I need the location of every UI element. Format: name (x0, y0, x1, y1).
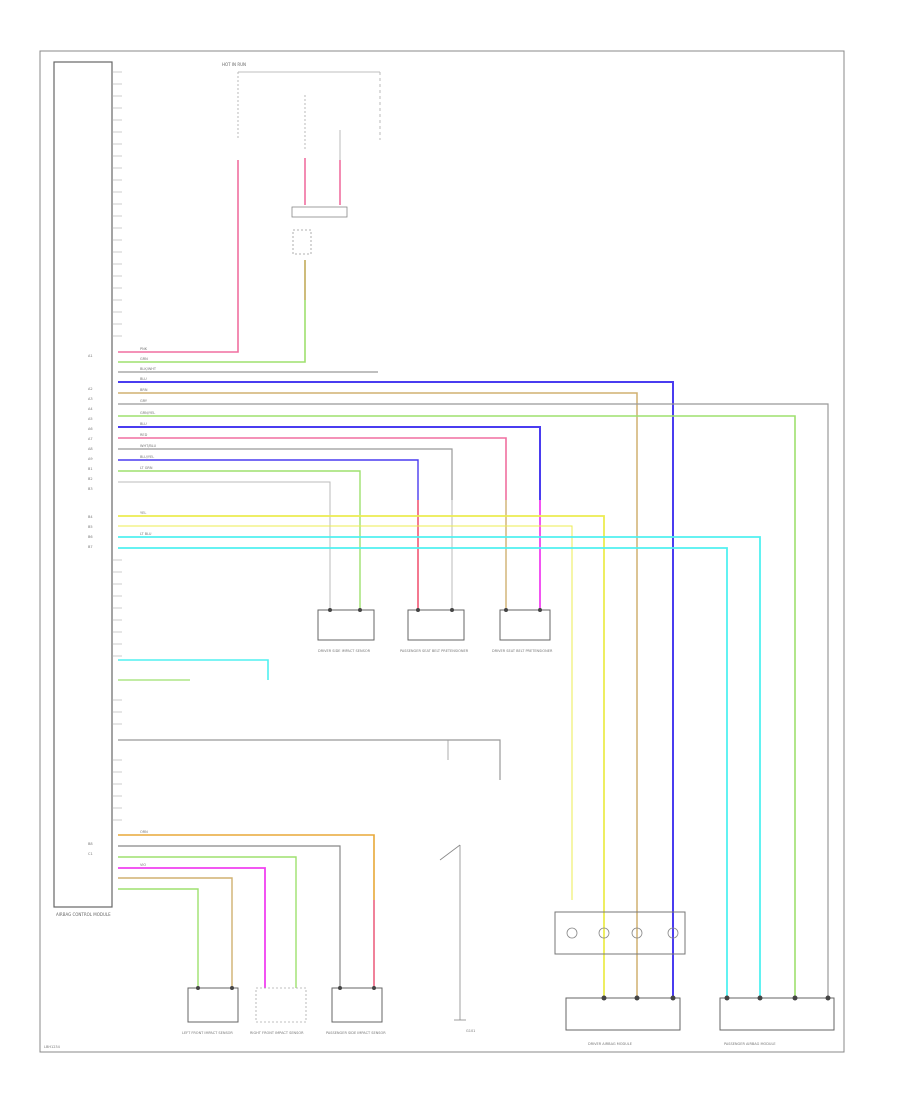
right-front-impact-sensor (255, 987, 307, 1023)
pin-name: A9 (88, 457, 93, 461)
wire-gray-c (118, 481, 331, 610)
wire-color-labels: PNK GRN BLK/WHT BLU BRN GRY GRN/YEL BLU … (140, 347, 157, 867)
pin-name-column: A1 A2 A3 A4 A5 A6 A7 A8 A9 B1 B2 B3 B4 B… (88, 354, 93, 856)
sensor-label: DRIVER SIDE IMPACT SENSOR (318, 649, 371, 653)
clockspring-pin (631, 927, 643, 939)
control-module-label: AIRBAG CONTROL MODULE (56, 912, 111, 917)
wire-cyan-a (118, 536, 761, 998)
wire-label: BLK/WHT (140, 367, 157, 371)
sensor-label: RIGHT FRONT IMPACT SENSOR (250, 1031, 304, 1035)
wire-label: ORN (140, 830, 148, 834)
pin-name: B5 (88, 525, 93, 529)
clockspring-connector (554, 911, 686, 955)
pin-name: A4 (88, 407, 93, 411)
wire-cyan-b (118, 547, 728, 998)
wire-label: BLU (140, 422, 147, 426)
driver-seat-belt-pretensioner (499, 609, 551, 641)
pin-name: B1 (88, 467, 93, 471)
pin-name: B7 (88, 545, 93, 549)
sensor-label: DRIVER AIRBAG MODULE (588, 1042, 632, 1046)
wire-label: GRN/YEL (140, 411, 155, 415)
sensor-label: PASSENGER SIDE IMPACT SENSOR (326, 1031, 386, 1035)
wire-pink-a (118, 160, 239, 353)
wire-label: BRN (140, 388, 148, 392)
sensor-label: PASSENGER AIRBAG MODULE (724, 1042, 776, 1046)
pin-name: A1 (88, 354, 93, 358)
left-front-impact-sensor (187, 987, 239, 1023)
wire-gray-b (118, 448, 453, 500)
pin-name: A6 (88, 427, 93, 431)
passenger-side-impact-sensor (331, 987, 383, 1023)
module-pin-ticks (112, 71, 122, 821)
clockspring-pin (598, 927, 610, 939)
wire-label: PNK (140, 347, 148, 351)
wire-gray-ground (118, 739, 501, 780)
wire-gray-main (118, 403, 829, 998)
wire-tan-bottom (118, 877, 233, 988)
wire-yellow-b (118, 525, 573, 900)
fuse-block-label: HOT IN RUN (222, 62, 246, 67)
footer-code: LBH1234 (44, 1045, 61, 1049)
wire-green-main (118, 415, 796, 998)
wire-yellow-a (118, 515, 605, 998)
sensor-label: LEFT FRONT IMPACT SENSOR (182, 1031, 233, 1035)
wire-pink-main (118, 437, 507, 500)
diagram-frame (39, 50, 845, 1053)
pin-name: A3 (88, 397, 93, 401)
pin-name: A5 (88, 417, 93, 421)
pin-name: B3 (88, 487, 93, 491)
pin-name: C1 (88, 852, 93, 856)
wire-label: VIO (140, 863, 146, 867)
wire-magenta-bottom (118, 867, 266, 988)
seat-switch-arm (439, 844, 461, 861)
wire-green-b (118, 470, 361, 610)
wire-label: BLU/YEL (140, 455, 154, 459)
wire-blue-b (118, 426, 541, 500)
junction-connector (291, 206, 348, 218)
pin-name: A8 (88, 447, 93, 451)
pin-name: B4 (88, 515, 93, 519)
pin-name: B2 (88, 477, 93, 481)
clockspring-pin (667, 927, 679, 939)
sensor-label: PASSENGER SEAT BELT PRETENSIONER (400, 649, 469, 653)
pin-name: A2 (88, 387, 93, 391)
sensor-label: DRIVER SEAT BELT PRETENSIONER (492, 649, 553, 653)
wire-green-bottom (118, 856, 297, 988)
driver-side-impact-sensor (317, 609, 375, 641)
ground-label: G101 (466, 1029, 475, 1033)
passenger-seat-belt-pretensioner (407, 609, 465, 641)
wire-label: LT BLU (140, 532, 152, 536)
wire-green-bottom-b (118, 888, 199, 988)
wire-label: BLU (140, 377, 147, 381)
clockspring-pin (566, 927, 578, 939)
pin-name: B8 (88, 842, 93, 846)
passenger-airbag-module (719, 997, 835, 1031)
diode-block (292, 229, 312, 255)
wire-blue-main (118, 381, 674, 998)
wire-label: LT GRN (140, 466, 153, 470)
terminal-dots (196, 608, 831, 1001)
wire-label: WHT/BLU (140, 444, 157, 448)
wire-label: RED (140, 433, 148, 437)
wire-gray-bottom (118, 845, 341, 988)
wire-blue-c (118, 459, 419, 500)
wire-label: GRY (140, 399, 148, 403)
pin-name: A7 (88, 437, 93, 441)
wire-orange-bottom (118, 834, 375, 988)
pin-name: B6 (88, 535, 93, 539)
driver-airbag-module (565, 997, 681, 1031)
control-module (53, 61, 113, 908)
wire-label: YEL (140, 511, 146, 515)
wire-tan-main (118, 392, 638, 998)
wire-label: GRN (140, 357, 148, 361)
wire-cyan-c (118, 659, 269, 680)
